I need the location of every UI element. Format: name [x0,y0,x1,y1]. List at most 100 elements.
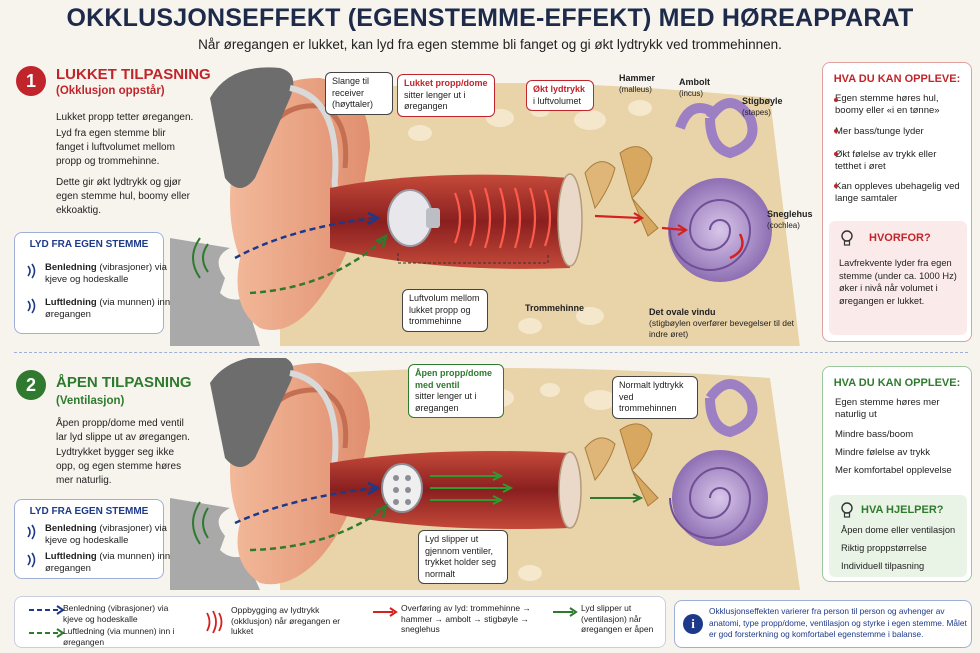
closed-plug-callout-text: sitter lenger ut i øregangen [404,89,466,112]
air-volume-callout: Luftvolum mellom lukket propp og trommeh… [402,289,488,332]
legend-sound-escape: Lyd slipper ut (ventilasjon) når øregang… [581,603,654,634]
section-divider [14,352,968,353]
voice-source-heading: LYD FRA EGEN STEMME [29,506,149,517]
experience-item: Mindre følelse av trykk [835,447,931,458]
oval-window-label-text: (stigbøylen overfører bevegelser til det… [649,318,795,339]
sound-wave-icon [27,552,36,568]
section1-subtitle: (Okklusjon oppstår) [56,85,165,97]
cochlea [672,450,768,546]
air-conduction-item: Luftledning (via munnen) inn i øregangen [25,551,175,577]
experience-item: Mer bass/tunge lyder [835,126,924,137]
anvil-bone [619,146,653,199]
normal-pressure-callout: Normalt lydtrykk ved trommehinnen [612,376,698,419]
footer-info-note: i Okklusjonseffekten varierer fra person… [674,600,972,648]
cochlea-label-latin: (cochlea) [767,221,800,230]
legend-sound-transfer: Overføring av lyd: trommehinne → hammer … [401,603,531,634]
air-conduction-path [249,506,386,552]
lightbulb-icon [841,230,853,246]
experience-item: Kan oppleves ubehagelig ved lange samtal… [835,181,960,204]
pressure-buildup-legend-swatch [206,610,223,634]
eardrum-label: Trommehinne [525,303,584,314]
experience-item: Egen stemme høres hul, boomy eller «i en… [835,93,940,116]
air-conduction-text: (via munnen) inn i øregangen [45,551,175,574]
section2-paragraph: Lydtrykket bygger seg ikke opp, og egen … [56,447,182,486]
info-icon: i [683,614,703,634]
sound-wave-icon [27,298,36,314]
sound-transfer-arrows [594,212,689,236]
bone-conduction-bold: Benledning [45,523,97,534]
section2-experience-panel: HVA DU KAN OPPLEVE: Egen stemme høres me… [822,366,972,582]
legend-air-conduction: Luftledning (via munnen) inn i øregangen [63,626,175,647]
eardrum [558,451,582,529]
stirrup-label-latin: (stapes) [742,108,771,117]
cochlea-label-name: Sneglehus [767,209,813,219]
anvil-label-name: Ambolt [679,77,710,87]
help-item: Riktig proppstørrelse [841,543,927,553]
bone-conduction-path [234,216,376,260]
hammer-bone [584,437,616,482]
help-heading: HVA HJELPER? [861,504,944,516]
sound-wave-icon [27,263,36,279]
stirrup-label: Stigbøyle (stapes) [742,96,783,118]
experience-heading: HVA DU KAN OPPLEVE: [833,73,961,85]
page-title: OKKLUSJONSEFFEKT (EGENSTEMME-EFFEKT) MED… [66,4,914,32]
hearing-aid-body [210,67,294,188]
experience-item: Økt følelse av trykk eller tetthet i øre… [835,149,937,172]
help-item: Individuell tilpasning [841,561,925,571]
closed-plug-callout-title: Lukket propp/dome [404,78,488,88]
open-plug-callout-title: Åpen propp/dome med ventil [415,368,492,390]
section1-number-badge: 1 [16,66,46,96]
section1-ear-illustration [170,67,800,346]
escape-callout: Lyd slipper ut gjennom ventiler, trykket… [418,530,508,584]
hearing-aid-body [210,358,294,467]
experience-item: Mer komfortabel opplevelse [835,465,952,476]
open-plug-callout-text: sitter lenger ut i øregangen [415,391,477,413]
legend-panel: Benledning (vibrasjoner) via kjeve og ho… [14,596,666,648]
section2-title: ÅPEN TILPASNING [56,374,192,391]
air-conduction-path [249,237,386,295]
section2-number-badge: 2 [16,370,46,400]
bone-conduction-bold: Benledning [45,262,97,273]
legend-bone-conduction: Benledning (vibrasjoner) via kjeve og ho… [63,603,169,624]
section1-experience-panel: HVA DU KAN OPPLEVE: Egen stemme høres hu… [822,62,972,342]
eardrum [557,173,583,267]
experience-item: Mindre bass/boom [835,429,914,440]
help-item: Åpen dome eller ventilasjon [841,525,956,535]
air-conduction-item: Luftledning (via munnen) inn i øregangen [25,297,175,327]
bone-conduction-item: Benledning (vibrasjoner) via kjeve og ho… [25,262,167,292]
page-subtitle: Når øregangen er lukket, kan lyd fra ege… [198,37,782,52]
legend-pressure-buildup: Oppbygging av lydtrykk (okklusjon) når ø… [231,605,341,636]
anvil-label: Ambolt(incus) [679,77,710,99]
why-text: Lavfrekvente lyder fra egen stemme (unde… [839,258,957,306]
bone-conduction-legend-swatch [29,605,65,615]
open-plug-callout: Åpen propp/dome med ventil sitter lenger… [408,364,504,418]
air-conduction-text: (via munnen) inn i øregangen [45,297,175,320]
pressure-buildup-waves [453,187,552,249]
face-silhouette [170,238,260,346]
section1-title: LUKKET TILPASNING [56,66,211,83]
closed-plug-callout: Lukket propp/dome sitter lenger ut i øre… [397,74,495,117]
semicircular-canal [705,379,758,438]
experience-item: Egen stemme høres mer naturlig ut [835,397,940,420]
section2-subtitle: (Ventilasjon) [56,395,125,407]
open-vented-dome [381,463,423,513]
why-panel: HVORFOR? Lavfrekvente lyder fra egen ste… [829,221,967,335]
stirrup-label-name: Stigbøyle [742,96,783,106]
bone-conduction-path [234,486,376,525]
sound-transfer-arrows [590,493,644,503]
lightbulb-icon [841,502,853,518]
section1-paragraph: Lyd fra egen stemme blir fanget i luftvo… [56,128,175,167]
voice-source-heading: LYD FRA EGEN STEMME [29,239,149,250]
tube-callout: Slange til receiver (høyttaler) [325,72,393,115]
section2-ear-illustration [170,358,800,590]
bone-conduction-item: Benledning (vibrasjoner) via kjeve og ho… [25,523,167,549]
section1-paragraph: Lukket propp tetter øregangen. [56,112,194,123]
pressure-callout-text: i luftvolumet [533,95,582,106]
hammer-label-name: Hammer [619,73,656,83]
why-heading: HVORFOR? [869,232,931,244]
section2-voice-source-box: LYD FRA EGEN STEMME Benledning (vibrasjo… [14,499,175,579]
anvil-bone [619,423,653,471]
help-panel: HVA HJELPER? Åpen dome eller ventilasjon… [829,495,967,577]
sound-transfer-legend-swatch [373,607,398,617]
